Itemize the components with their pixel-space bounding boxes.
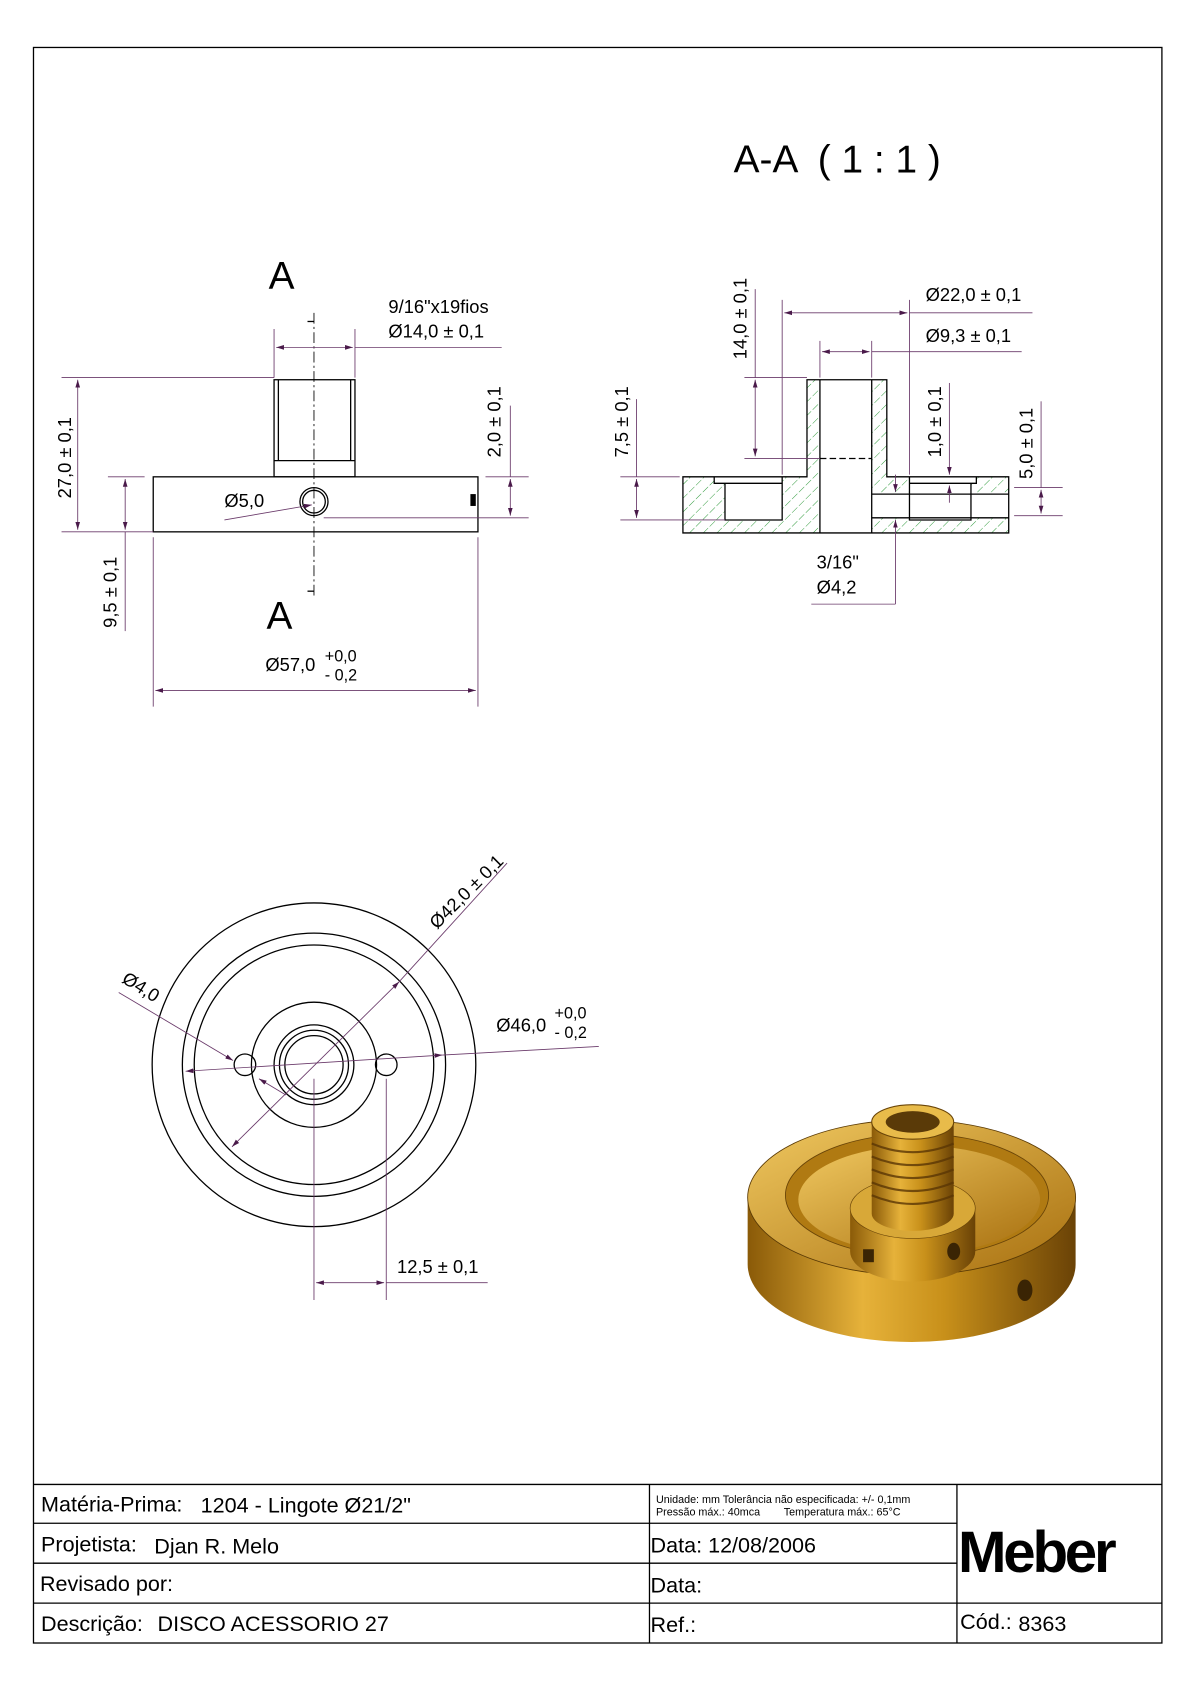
sheet-border [32, 46, 1163, 1644]
dim-total-height: 27,0 ± 0,1 [54, 417, 75, 498]
dim-d46: Ø46,0 [496, 1014, 546, 1035]
projetista-label: Projetista: [41, 1531, 137, 1556]
dim-boss-diameter: Ø14,0 ± 0,1 [388, 321, 484, 342]
materia-label: Matéria-Prima: [41, 1491, 182, 1516]
dim-outer-diameter: Ø57,0 [265, 654, 315, 675]
descricao-label: Descrição: [41, 1611, 143, 1636]
descricao-value: DISCO ACESSORIO 27 [158, 1611, 389, 1636]
projetista-value: Djan R. Melo [154, 1533, 279, 1558]
dim-flange-height: 9,5 ± 0,1 [100, 557, 121, 628]
section-title: A-A ( 1 : 1 ) [734, 139, 941, 182]
ref-label: Ref.: [651, 1612, 697, 1637]
dim-groove-depth: 1,0 ± 0,1 [924, 386, 945, 457]
front-view: A A 27,0 ± 0,1 9,5 ± 0,1 2,0 ± 0,1 9/16"… [54, 255, 529, 707]
data-date: Data: 12/08/2006 [651, 1532, 816, 1557]
dim-d4: Ø4,0 [119, 967, 164, 1006]
dim-d46-tol-plus: +0,0 [555, 1004, 587, 1022]
cod-value: 8363 [1018, 1611, 1066, 1636]
dim-boss-height: 14,0 ± 0,1 [730, 278, 751, 359]
notes-line-1: Unidade: mm Tolerância não especificada:… [656, 1494, 910, 1506]
dim-side-hole-thread: 3/16" [817, 552, 859, 573]
dim-d46-tol-minus: - 0,2 [555, 1024, 587, 1042]
data-empty: Data: [651, 1572, 703, 1597]
revisado-label: Revisado por: [40, 1571, 173, 1596]
meber-logo: Meber [958, 1520, 1116, 1585]
dim-hole-spacing: 12,5 ± 0,1 [397, 1256, 478, 1277]
dim-side-hole-diameter: Ø4,2 [817, 576, 857, 597]
dim-outer-tol-minus: - 0,2 [325, 667, 357, 685]
cod-label: Cód.: [960, 1609, 1012, 1634]
materia-value: 1204 - Lingote Ø21/2" [201, 1492, 411, 1517]
dim-thread: 9/16"x19fios [388, 296, 488, 317]
title-block: Matéria-Prima: 1204 - Lingote Ø21/2" Pro… [33, 1483, 1162, 1644]
dim-hole-diameter: Ø5,0 [224, 490, 264, 511]
section-view: A-A ( 1 : 1 ) 14,0 ± 0,1 7,5 ± 0,1 Ø22,0 [611, 139, 1063, 605]
section-label-bottom: A [267, 595, 293, 638]
isometric-render [747, 1104, 1077, 1343]
dim-section-flange-height: 7,5 ± 0,1 [611, 386, 632, 457]
notes-line-2: Pressão máx.: 40mca Temperatura máx.: 65… [656, 1507, 901, 1519]
dim-pocket-height: 5,0 ± 0,1 [1015, 408, 1036, 479]
dim-outer-tol-plus: +0,0 [325, 647, 357, 665]
section-label-top: A [269, 255, 295, 298]
dim-d93: Ø9,3 ± 0,1 [926, 325, 1011, 346]
dim-d42: Ø42,0 ± 0,1 [425, 850, 507, 932]
top-view: Ø42,0 ± 0,1 Ø4,0 Ø46,0 +0,0 - 0,2 12,5 ±… [118, 850, 599, 1300]
dim-d22: Ø22,0 ± 0,1 [926, 284, 1022, 305]
dim-hole-offset: 2,0 ± 0,1 [484, 386, 505, 457]
